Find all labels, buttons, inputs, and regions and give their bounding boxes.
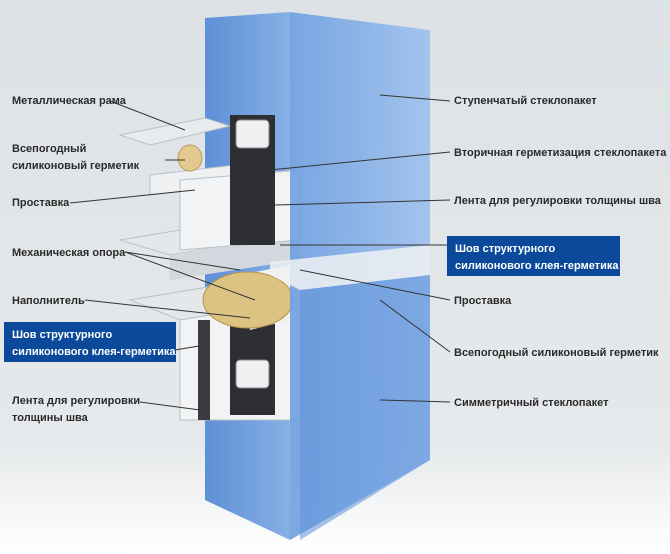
spacer-box-upper — [235, 119, 270, 149]
joint-gap — [270, 245, 430, 290]
label-structural-seam-right-line2: силиконового клея-герметика — [455, 260, 619, 272]
label-weather-sealant-line2: силиконовый герметик — [12, 160, 140, 172]
label-stepped-unit: Ступенчатый стеклопакет — [454, 95, 597, 107]
filler-rod — [202, 271, 294, 329]
label-tape-right: Лента для регулировки толщины шва — [454, 195, 662, 207]
label-mechanical-support: Механическая опора — [12, 247, 126, 259]
label-secondary-seal: Вторичная герметизация стеклопакета — [454, 147, 667, 159]
structural-seam-box-left — [4, 322, 176, 362]
spacer-box-lower — [235, 359, 270, 389]
label-weather-sealant-line1: Всепогодный — [12, 143, 86, 155]
label-spacer-left: Проставка — [12, 197, 70, 209]
label-filler: Наполнитель — [12, 295, 85, 307]
label-tape-left-line2: толщины шва — [12, 412, 89, 424]
label-tape-left-line1: Лента для регулировки — [12, 395, 140, 407]
label-spacer-right: Проставка — [454, 295, 512, 307]
label-symmetric-unit: Симметричный стеклопакет — [454, 397, 609, 409]
label-structural-seam-left-line2: силиконового клея-герметика — [12, 346, 176, 358]
label-structural-seam-left-line1: Шов структурного — [12, 329, 112, 341]
leader-lines — [69, 94, 451, 411]
label-metal-frame: Металлическая рама — [12, 95, 127, 107]
structural-seam-box-right — [447, 236, 620, 276]
symmetric-glass-unit — [300, 275, 430, 540]
weather-sealant-bead — [177, 144, 203, 172]
tape-left — [198, 320, 210, 420]
label-structural-seam-right-line1: Шов структурного — [455, 243, 555, 255]
label-weather-sealant-right: Всепогодный силиконовый герметик — [454, 347, 659, 359]
